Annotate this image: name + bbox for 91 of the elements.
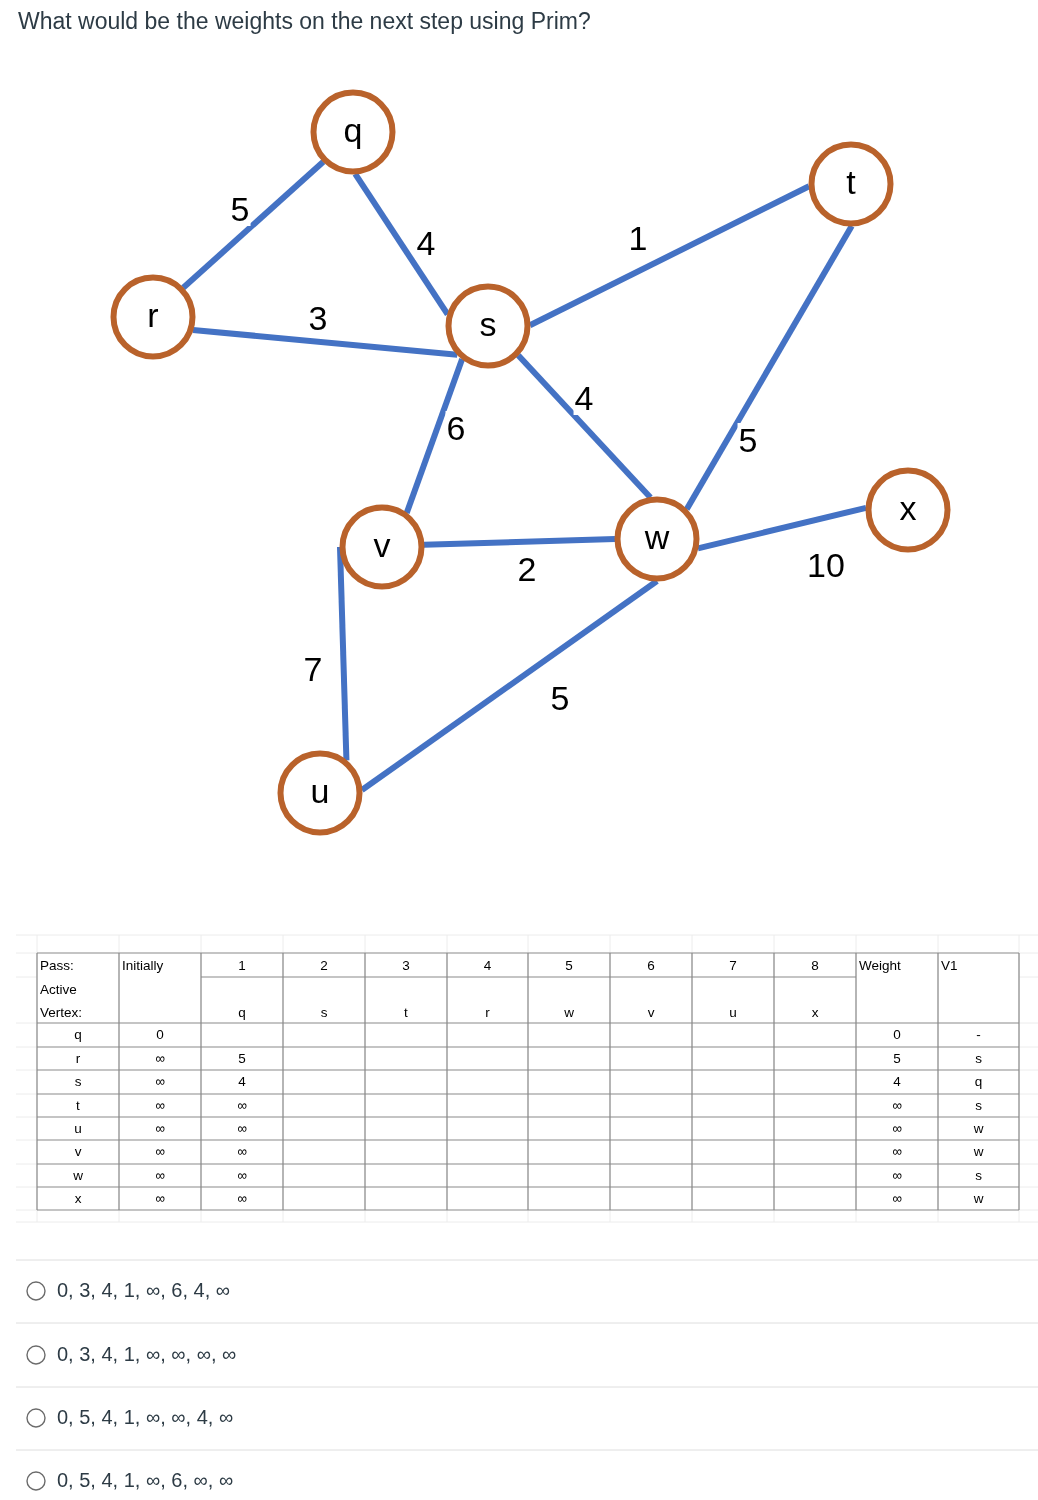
row-header: u — [74, 1120, 82, 1137]
column-header: 6 — [647, 958, 655, 974]
vertex-circle — [110, 274, 196, 360]
vertex-label: x — [899, 491, 917, 525]
parent-vertex: w — [973, 1120, 984, 1137]
parent-vertex: s — [975, 1097, 982, 1114]
vertex-label: s — [479, 307, 497, 341]
parent-vertex: s — [975, 1050, 982, 1067]
row-header: w — [73, 1167, 83, 1184]
distance-value: ∞ — [237, 1120, 247, 1137]
vertex-circle — [865, 467, 951, 553]
column-header: Initially — [122, 958, 164, 974]
column-header: 7 — [729, 958, 737, 974]
graph-edge — [423, 536, 616, 548]
row-header: v — [74, 1144, 82, 1160]
answer-option: 0, 5, 4, 1, ∞, ∞, 4, ∞ — [57, 1405, 234, 1429]
distance-value: ∞ — [155, 1097, 165, 1114]
distance-value: 0 — [156, 1027, 164, 1043]
row-header: s — [74, 1074, 82, 1090]
distance-value: ∞ — [155, 1120, 165, 1137]
row-header: r — [75, 1050, 81, 1067]
distance-value: ∞ — [155, 1190, 165, 1207]
column-header: 8 — [811, 958, 819, 974]
answer-option: 0, 3, 4, 1, ∞, ∞, ∞, ∞ — [57, 1342, 237, 1366]
distance-value: 4 — [238, 1074, 246, 1090]
active-vertex: v — [647, 1005, 655, 1021]
weight-value: 5 — [893, 1050, 901, 1067]
parent-vertex: - — [976, 1027, 981, 1043]
graph-edge — [352, 172, 451, 317]
column-header: 4 — [483, 958, 492, 974]
weight-value: ∞ — [892, 1190, 902, 1207]
vertex-label: r — [147, 298, 159, 332]
vertex-label: q — [343, 113, 363, 147]
answer-option: 0, 5, 4, 1, ∞, 6, ∞, ∞ — [57, 1468, 234, 1492]
vertex-circle — [339, 504, 425, 590]
vertex-label: t — [846, 165, 856, 199]
active-vertex: r — [485, 1005, 490, 1021]
vertex-circle — [310, 89, 396, 175]
weight-value: ∞ — [892, 1120, 902, 1137]
column-header: 5 — [565, 958, 573, 974]
vertex-circle — [277, 750, 363, 836]
active-vertex: w — [564, 1005, 574, 1021]
graph-edge — [360, 578, 659, 793]
graph-edge — [403, 358, 465, 515]
weight-value: ∞ — [892, 1144, 902, 1160]
graph-edge — [337, 546, 350, 761]
vertex-circle — [808, 141, 894, 227]
row-header: q — [74, 1027, 82, 1043]
weight-value: 4 — [893, 1074, 901, 1090]
vertex-label: v — [373, 528, 391, 562]
row-header: t — [76, 1097, 80, 1114]
graph-edge — [516, 353, 653, 500]
parent-vertex: s — [975, 1167, 982, 1184]
answer-option: 0, 3, 4, 1, ∞, 6, 4, ∞ — [57, 1278, 231, 1302]
active-vertex: s — [320, 1005, 328, 1021]
weight-value: 0 — [893, 1027, 901, 1043]
graph-edge — [697, 504, 867, 552]
active-vertex: u — [729, 1005, 737, 1021]
row-header: Pass: — [40, 958, 74, 974]
active-vertex: q — [238, 1005, 246, 1021]
distance-value: ∞ — [237, 1144, 247, 1160]
distance-value: ∞ — [155, 1144, 165, 1160]
column-header: V1 — [941, 958, 958, 974]
graph-edge — [192, 327, 458, 358]
column-header: 3 — [402, 958, 410, 974]
active-vertex: x — [811, 1005, 819, 1021]
vertex-circle — [614, 496, 700, 582]
row-header: x — [74, 1190, 82, 1207]
distance-value: 5 — [238, 1050, 246, 1067]
parent-vertex: w — [973, 1190, 984, 1207]
vertex-label: u — [310, 774, 330, 808]
active-vertex: t — [404, 1005, 408, 1021]
distance-value: ∞ — [155, 1050, 165, 1067]
parent-vertex: q — [974, 1074, 983, 1090]
distance-value: ∞ — [155, 1074, 165, 1090]
distance-value: ∞ — [237, 1167, 247, 1184]
graph-edge — [684, 224, 855, 511]
question-title: What would be the weights on the next step using Prim? — [18, 7, 591, 35]
distance-value: ∞ — [237, 1097, 247, 1114]
column-header: 1 — [238, 958, 246, 974]
weight-value: ∞ — [892, 1097, 902, 1114]
distance-value: ∞ — [155, 1167, 165, 1184]
column-header: 2 — [320, 958, 328, 974]
distance-value: ∞ — [237, 1190, 247, 1207]
row-header: Active Vertex: — [40, 981, 84, 1022]
weight-value: ∞ — [892, 1167, 902, 1184]
parent-vertex: w — [973, 1144, 984, 1160]
vertex-circle — [445, 283, 531, 369]
column-header: Weight — [859, 958, 901, 974]
vertex-label: w — [644, 520, 670, 554]
graph-edge — [181, 159, 326, 291]
